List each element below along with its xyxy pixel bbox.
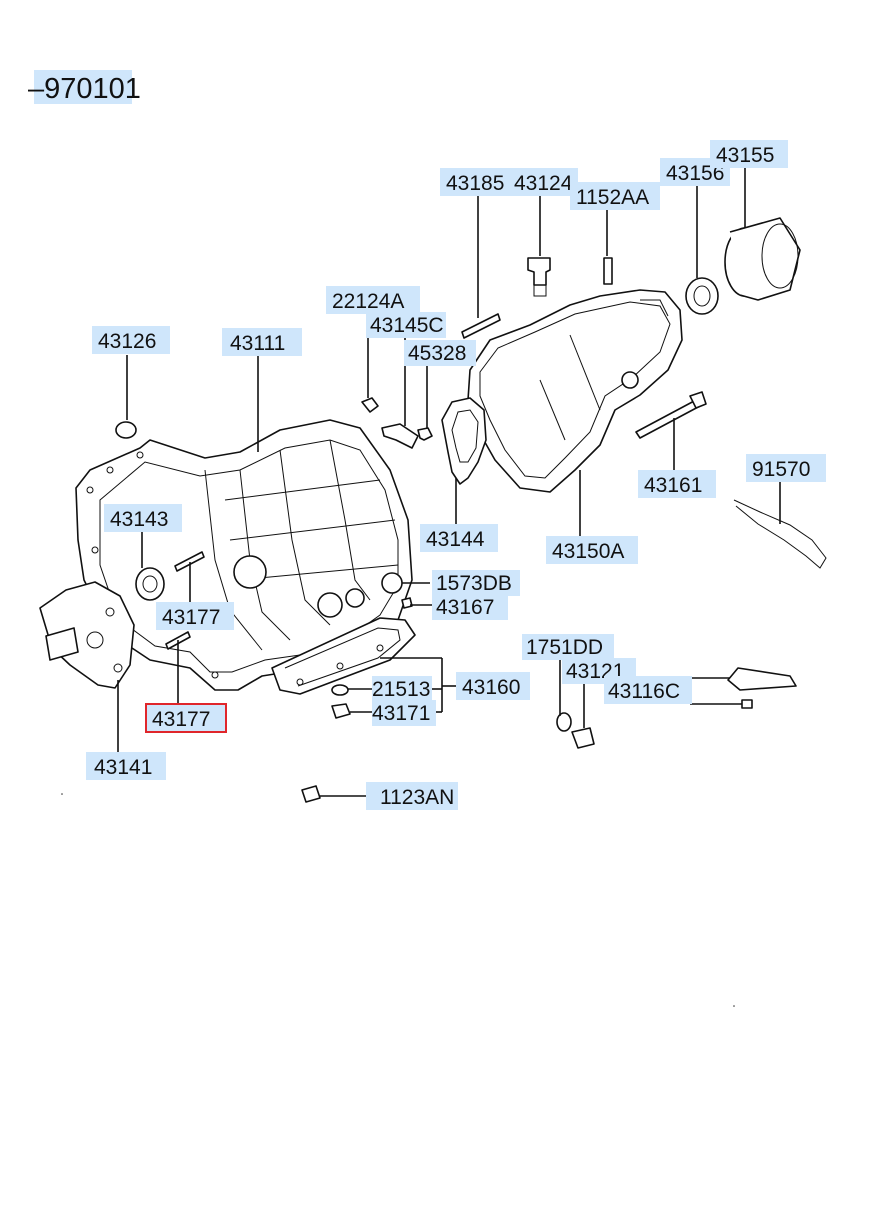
- highlight-box: [145, 703, 227, 733]
- svg-text:43185: 43185: [446, 172, 504, 195]
- svg-text:43144: 43144: [426, 528, 485, 551]
- speck: [61, 793, 63, 795]
- callout-91570[interactable]: 91570: [746, 454, 826, 482]
- svg-text:43145C: 43145C: [370, 314, 444, 337]
- svg-text:43126: 43126: [98, 330, 156, 353]
- speck: [733, 1005, 735, 1007]
- svg-text:45328: 45328: [408, 342, 466, 365]
- callout-43126[interactable]: 43126: [92, 326, 170, 354]
- callout-1573DB[interactable]: 1573DB: [432, 570, 520, 596]
- svg-text:43143: 43143: [110, 508, 168, 531]
- callout-43177-upper[interactable]: 43177: [156, 602, 234, 630]
- callout-43150A[interactable]: 43150A: [546, 536, 638, 564]
- svg-text:1573DB: 1573DB: [436, 572, 512, 595]
- leader-lines: [117, 168, 781, 797]
- gasket-drawing: [441, 397, 487, 485]
- callout-43185[interactable]: 43185: [440, 168, 510, 196]
- svg-text:43111: 43111: [230, 332, 285, 355]
- callout-43124[interactable]: 43124: [508, 168, 578, 196]
- svg-text:43160: 43160: [462, 676, 520, 699]
- callout-22124A[interactable]: 22124A: [326, 286, 420, 314]
- svg-text:22124A: 22124A: [332, 290, 404, 313]
- diagram-title-text: –970101: [28, 73, 141, 105]
- svg-text:43177: 43177: [152, 708, 210, 731]
- callout-1152AA[interactable]: 1152AA: [570, 182, 660, 210]
- svg-text:43167: 43167: [436, 596, 494, 619]
- callout-43167[interactable]: 43167: [432, 594, 508, 620]
- callout-45328[interactable]: 45328: [404, 340, 476, 366]
- callout-21513[interactable]: 21513: [372, 676, 432, 702]
- svg-text:1751DD: 1751DD: [526, 636, 603, 659]
- callout-43144[interactable]: 43144: [420, 524, 498, 552]
- oil-pan-drawing: [271, 617, 416, 695]
- callout-1751DD[interactable]: 1751DD: [522, 634, 614, 660]
- callout-43143[interactable]: 43143: [104, 504, 182, 532]
- svg-text:43161: 43161: [644, 474, 702, 497]
- callout-43161[interactable]: 43161: [638, 470, 716, 498]
- callout-43177-lower-highlighted[interactable]: 43177: [145, 703, 227, 733]
- callout-43171[interactable]: 43171: [372, 700, 436, 726]
- svg-text:1123AN: 1123AN: [380, 786, 454, 809]
- callout-43155[interactable]: 43155: [710, 140, 788, 168]
- svg-text:43171: 43171: [372, 702, 430, 725]
- sleeve-43124-drawing: [527, 257, 551, 297]
- callout-43160[interactable]: 43160: [456, 672, 530, 700]
- callout-43116C[interactable]: 43116C: [604, 676, 692, 704]
- callout-43145C[interactable]: 43145C: [366, 312, 446, 338]
- svg-text:43155: 43155: [716, 144, 774, 167]
- extension-housing-drawing: [467, 289, 683, 493]
- diagram-title: –970101: [28, 70, 141, 105]
- svg-text:43177: 43177: [162, 606, 220, 629]
- callout-43111[interactable]: 43111: [222, 328, 302, 356]
- front-cover-drawing: [39, 581, 135, 689]
- svg-text:21513: 21513: [372, 678, 430, 701]
- oil-seal-43155-drawing: [724, 217, 801, 301]
- svg-text:91570: 91570: [752, 458, 810, 481]
- svg-text:43124: 43124: [514, 172, 573, 195]
- callout-1123AN[interactable]: 1123AN: [366, 782, 458, 810]
- svg-text:43150A: 43150A: [552, 540, 624, 563]
- svg-text:43141: 43141: [94, 756, 152, 779]
- callout-43141[interactable]: 43141: [86, 752, 166, 780]
- svg-text:43116C: 43116C: [608, 680, 680, 703]
- bushing-43156-drawing: [685, 277, 719, 315]
- svg-text:1152AA: 1152AA: [576, 186, 649, 209]
- svg-text:43156: 43156: [666, 162, 724, 185]
